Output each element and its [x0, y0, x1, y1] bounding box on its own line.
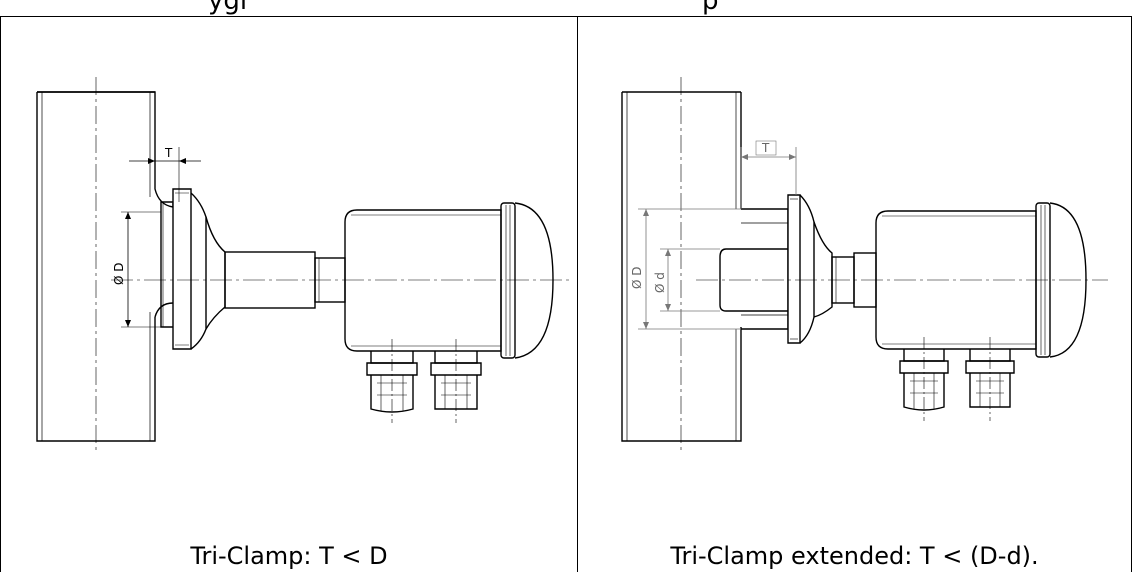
- housing-cap: [514, 202, 554, 359]
- pipe-upper-wall: [37, 91, 174, 208]
- dim-T-label: T: [164, 146, 173, 160]
- dim-D-label: Ø D: [630, 267, 644, 290]
- tri-clamp-drawing: T Ø D: [36, 77, 569, 453]
- housing-ring: [500, 202, 516, 359]
- housing-body: [344, 209, 502, 352]
- cropped-header-fragment-right: p: [702, 0, 719, 16]
- panel-tri-clamp: T Ø D Tri-Clamp: T < D: [0, 16, 578, 572]
- cropped-header: ygi p: [0, 0, 1132, 18]
- panel-caption: Tri-Clamp extended: T < (D-d).: [670, 542, 1039, 570]
- clamp-ring: [799, 194, 815, 344]
- sensor-neck: [205, 216, 226, 330]
- clamp-flange: [787, 194, 801, 344]
- tri-clamp-extended-drawing: T Ø D Ø d: [621, 77, 1108, 453]
- cropped-header-fragment-left: ygi: [208, 0, 248, 16]
- dim-d-label: Ø d: [653, 272, 667, 293]
- panel-tri-clamp-extended: T Ø D Ø d Tri-Clamp extended: T < (D-d).: [577, 16, 1132, 572]
- clamp-ring: [190, 192, 207, 350]
- sensor-neck: [813, 221, 833, 318]
- clamp-flange: [172, 188, 192, 350]
- pipe-lower-wall: [154, 302, 174, 318]
- dim-T-label: T: [761, 141, 770, 155]
- pipe-body: [621, 92, 742, 442]
- dim-D-label: Ø D: [112, 263, 126, 286]
- panel-caption: Tri-Clamp: T < D: [190, 542, 388, 570]
- probe-tip: [719, 248, 788, 312]
